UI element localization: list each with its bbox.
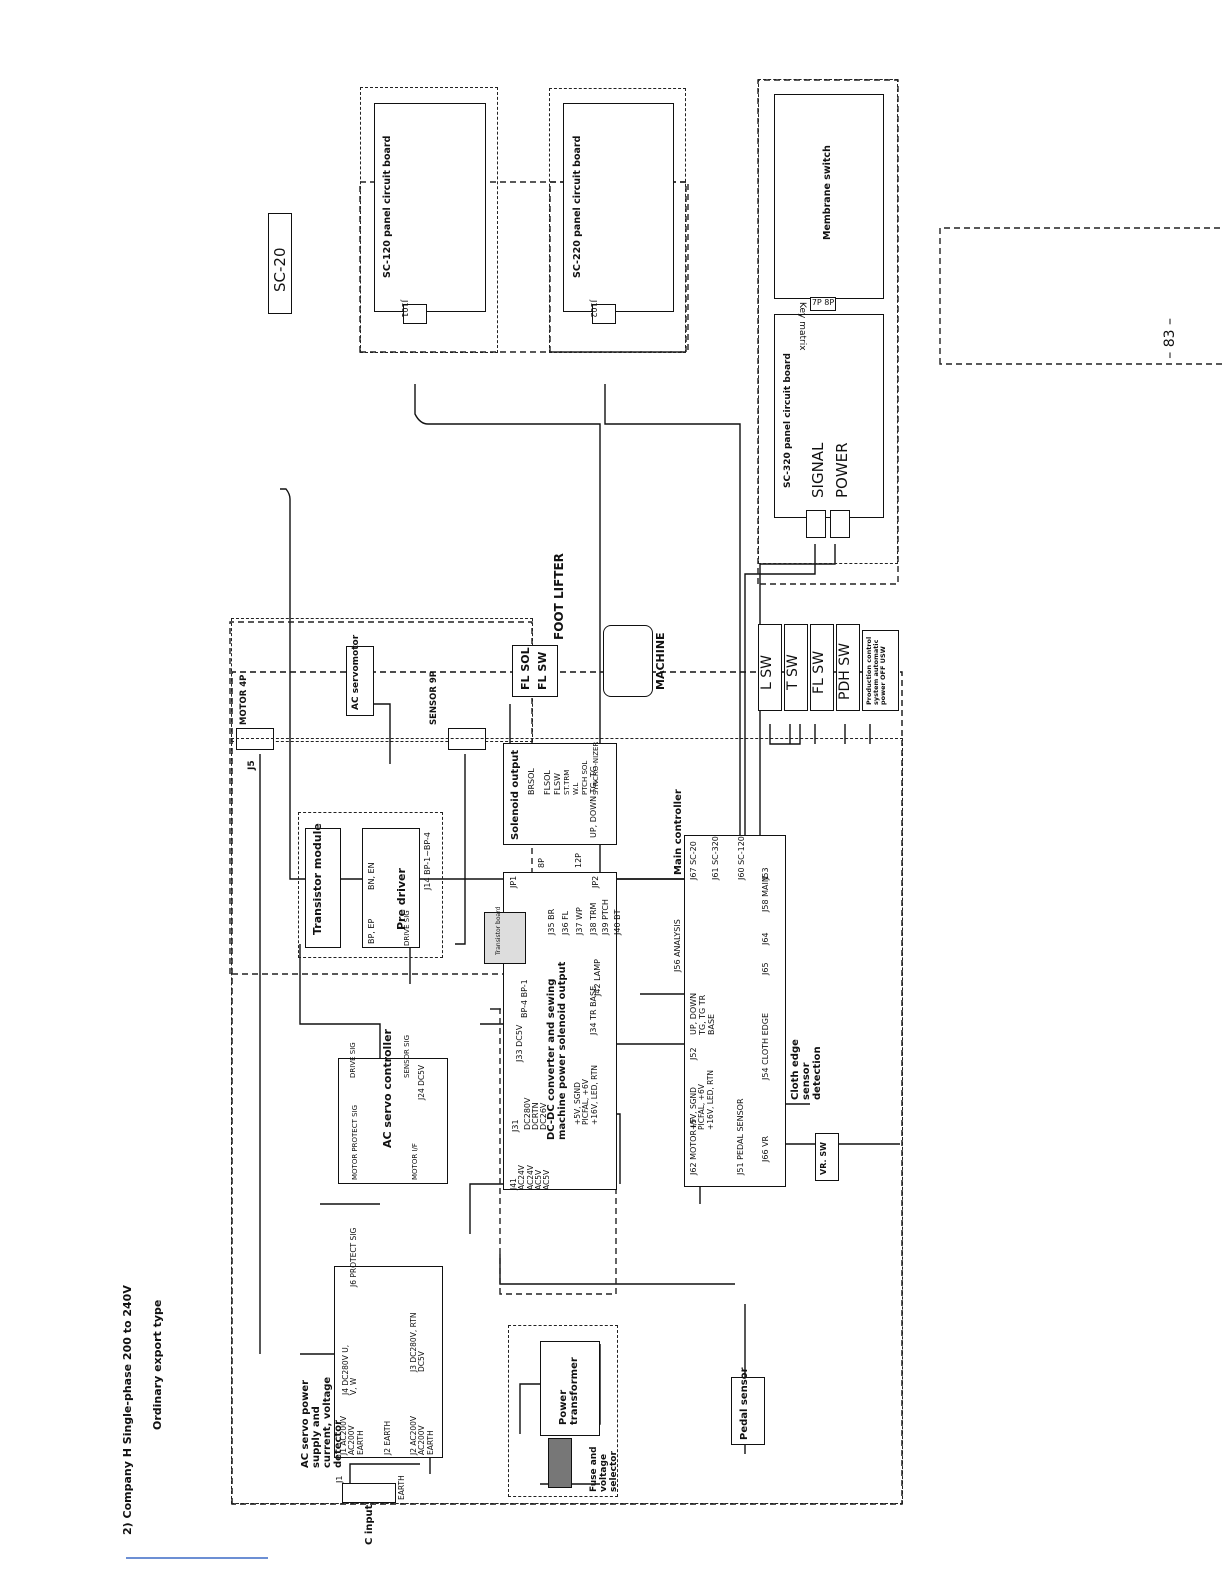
j102-connector [592, 304, 616, 324]
vr-sw-box [815, 1133, 839, 1181]
predriver-group-boundary [298, 812, 443, 958]
sc320-board [774, 314, 884, 518]
power-transformer-box [540, 1341, 600, 1436]
production-box [862, 630, 899, 711]
foot-lifter-box [512, 645, 558, 697]
main-system-boundary [231, 738, 903, 1504]
fl-sw-switch: FL SW [811, 650, 827, 694]
sc320-power: POWER [833, 442, 851, 498]
sc320-signal: SIGNAL [809, 442, 827, 498]
transistor-module-box [305, 828, 341, 948]
l-sw: L SW [759, 655, 775, 690]
production-label: Production control system automatic powe… [865, 636, 888, 705]
pdh-sw-box [836, 624, 860, 711]
motor-group-boundary [231, 618, 533, 742]
sc220-boundary [549, 88, 686, 353]
foot-lifter-label: FOOT LIFTER [552, 553, 566, 640]
fl-sol: FL SOL [519, 647, 532, 690]
transistor-board-icon [484, 912, 526, 964]
sc320-label: SC-320 panel circuit board [783, 353, 793, 488]
ac-servomotor-label: AC servomotor [351, 634, 361, 710]
t-sw-box [784, 624, 808, 711]
j101-connector [403, 304, 427, 324]
sc220-label: SC-220 panel circuit board [572, 135, 583, 278]
key-conn-7p: 7P 8P [810, 297, 836, 311]
sc20-box [268, 213, 292, 314]
j102-label: J102 [589, 300, 598, 318]
page-number: – 83 – [1162, 318, 1178, 359]
machine-icon [603, 625, 653, 697]
solenoid-output-box [503, 743, 617, 845]
j101-label: J101 [400, 300, 409, 318]
j113-connector [806, 510, 826, 538]
key-matrix-label: Key matrix [797, 302, 807, 351]
j1-connector [342, 1483, 396, 1503]
sc120-board [374, 103, 486, 312]
footer-rule [126, 1557, 268, 1559]
sc20-label: SC-20 [271, 247, 289, 293]
heading-line1: 2) Company H Single-phase 200 to 240V [121, 1285, 134, 1535]
pre-driver-box [362, 828, 420, 948]
main-controller-box [684, 835, 786, 1187]
sc220-board [563, 103, 674, 312]
c-input-label: C input [364, 1504, 375, 1545]
sc120-boundary [360, 87, 498, 353]
ac-supply-box [334, 1266, 443, 1458]
j114-connector [830, 510, 850, 538]
fuse-icon [548, 1438, 572, 1488]
membrane-switch-box [774, 94, 884, 299]
transformer-boundary [508, 1325, 618, 1497]
fl-sw-box [810, 624, 834, 711]
t-sw: T SW [785, 654, 801, 690]
fl-sw: FL SW [536, 651, 549, 690]
ac-servo-controller-box [338, 1058, 448, 1184]
pdh-sw: PDH SW [837, 643, 853, 700]
pedal-sensor-box [731, 1377, 765, 1445]
heading-line2: Ordinary export type [151, 1299, 164, 1430]
motor-4p-label: MOTOR 4P [239, 674, 249, 725]
ac-servomotor-box [346, 646, 374, 716]
sc120-label: SC-120 panel circuit board [382, 135, 393, 278]
sensor-connector [448, 728, 486, 750]
j5-connector [236, 728, 274, 750]
l-sw-box [758, 624, 782, 711]
sensor-9p-label: SENSOR 9P [429, 670, 439, 725]
machine-label: MACHINE [654, 632, 667, 690]
membrane-label: Membrane switch [822, 145, 833, 240]
sc320-group-boundary [758, 79, 898, 564]
